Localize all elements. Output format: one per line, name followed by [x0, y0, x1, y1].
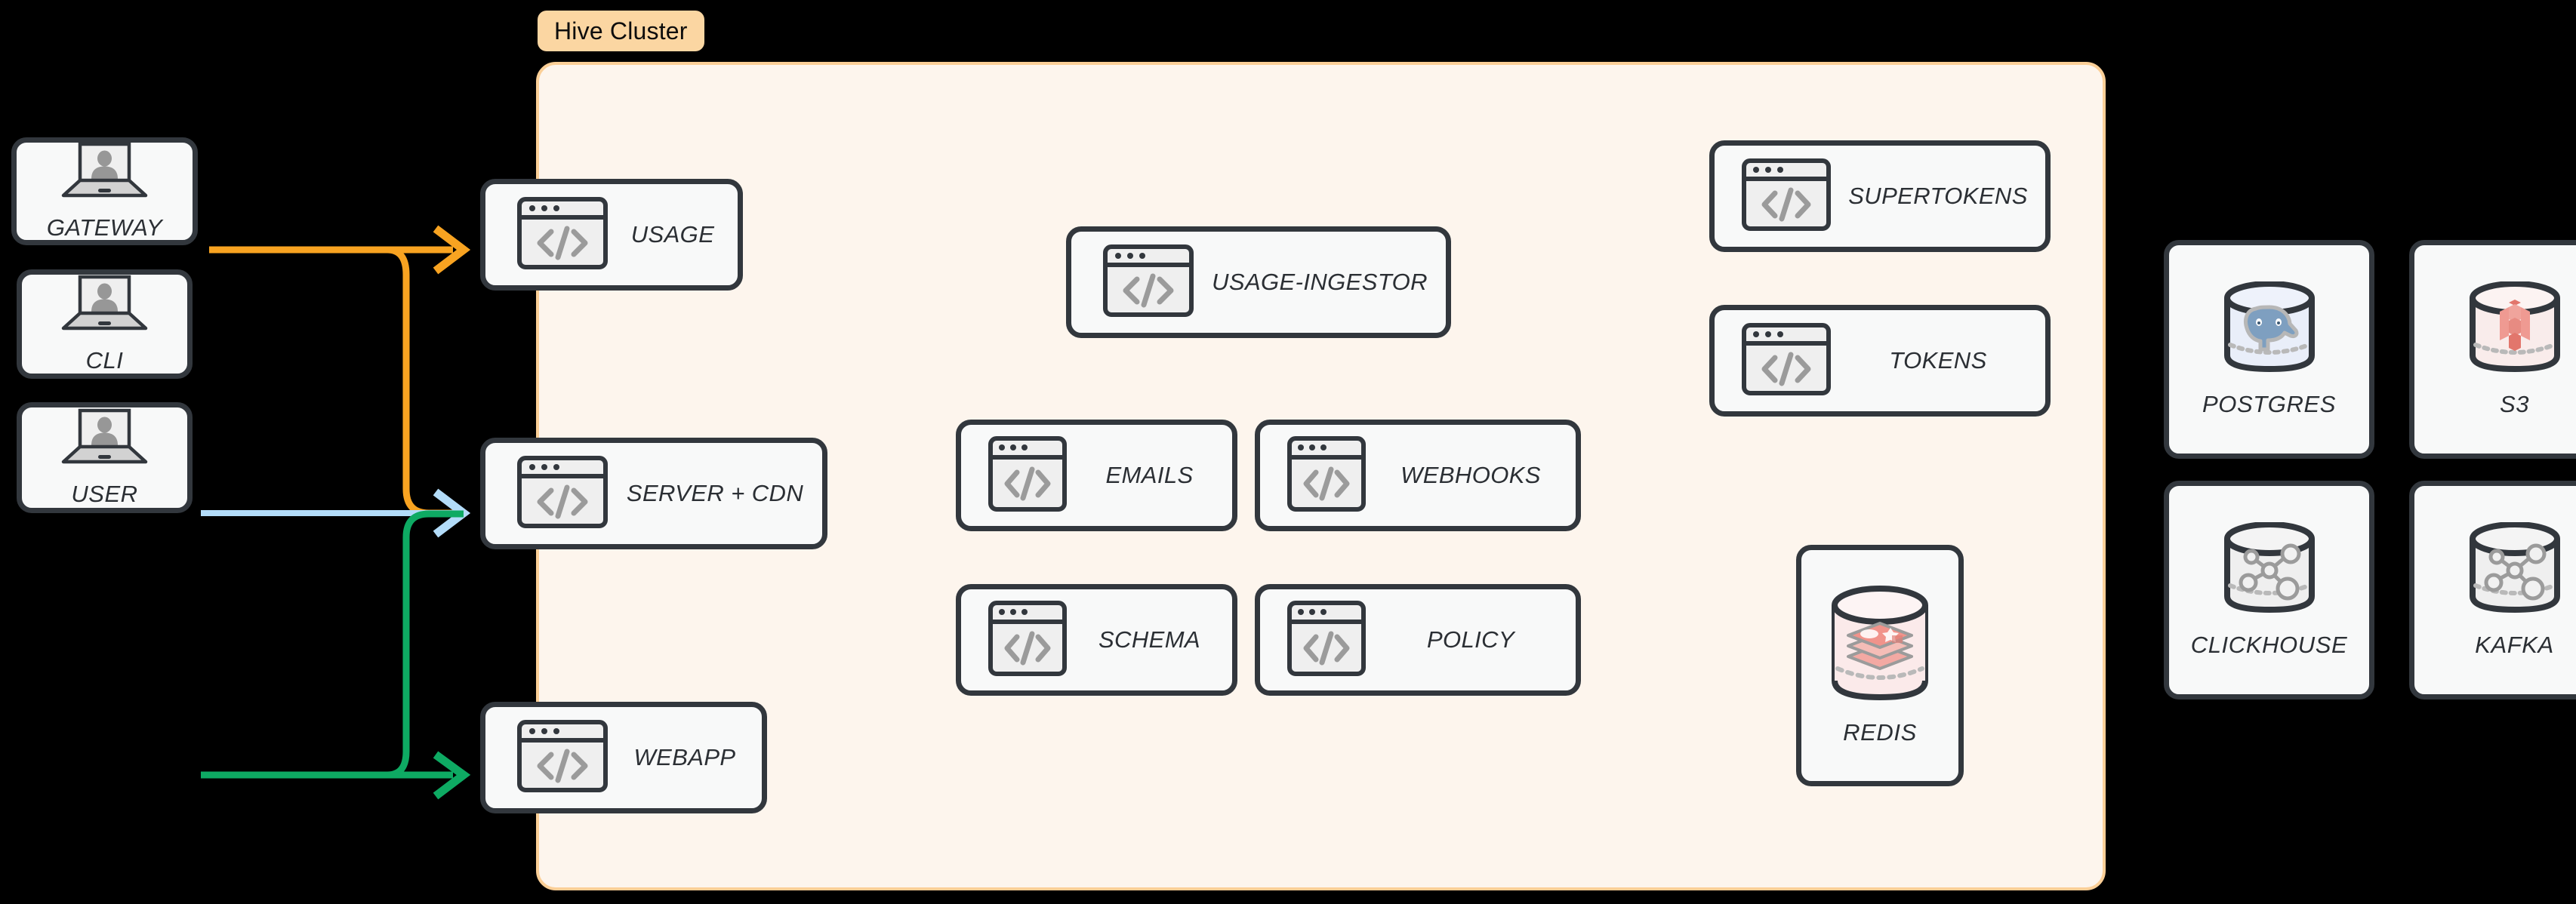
code-window-icon	[517, 455, 608, 532]
service-label: SCHEMA	[1098, 626, 1201, 653]
s3-cylinder-icon	[2462, 280, 2568, 376]
code-window-icon	[1742, 158, 1831, 235]
postgres-cylinder-icon	[2217, 280, 2322, 376]
actor-card-user[interactable]: USER	[17, 402, 193, 513]
datastore-label: POSTGRES	[2202, 390, 2337, 417]
service-card-schema[interactable]: SCHEMA	[956, 584, 1237, 696]
service-card-policy[interactable]: POLICY	[1255, 584, 1581, 696]
connector-gateway-to-server-cdn	[385, 246, 464, 517]
service-card-server-cdn[interactable]: SERVER + CDN	[480, 438, 827, 549]
actor-card-gateway[interactable]: GATEWAY	[11, 137, 198, 245]
connector-gateway-to-usage	[209, 225, 471, 275]
laptop-user-icon	[57, 407, 152, 470]
datastore-card-clickhouse[interactable]: CLICKHOUSE	[2164, 481, 2374, 700]
datastore-label: CLICKHOUSE	[2190, 631, 2348, 658]
connector-user-to-webapp	[201, 751, 471, 800]
actor-label: USER	[71, 481, 138, 507]
actor-label: CLI	[85, 347, 124, 374]
service-card-webhooks[interactable]: WEBHOOKS	[1255, 420, 1581, 531]
database-cylinder-icon	[2217, 521, 2322, 617]
service-label: USAGE	[630, 221, 715, 248]
service-card-supertokens[interactable]: SUPERTOKENS	[1709, 140, 2051, 252]
code-window-icon	[517, 196, 608, 273]
service-card-emails[interactable]: EMAILS	[956, 420, 1237, 531]
redis-cylinder-icon	[1827, 585, 1933, 704]
service-label: POLICY	[1426, 626, 1515, 653]
hive-cluster-badge-label: Hive Cluster	[538, 11, 704, 51]
code-window-icon	[517, 719, 608, 796]
service-label: WEBHOOKS	[1400, 462, 1541, 488]
service-card-tokens[interactable]: TOKENS	[1709, 305, 2051, 417]
code-window-icon	[1103, 244, 1194, 321]
laptop-user-icon	[57, 274, 152, 337]
datastore-card-postgres[interactable]: POSTGRES	[2164, 240, 2374, 459]
actor-card-cli[interactable]: CLI	[17, 269, 193, 379]
datastore-label: REDIS	[1843, 718, 1917, 746]
code-window-icon	[988, 600, 1067, 680]
datastore-card-kafka[interactable]: KAFKA	[2409, 481, 2576, 700]
connector-user-to-server-cdn	[385, 510, 464, 779]
service-card-usage[interactable]: USAGE	[480, 179, 743, 291]
service-card-usage-ingestor[interactable]: USAGE-INGESTOR	[1066, 226, 1451, 338]
code-window-icon	[1287, 435, 1366, 515]
connector-cli-to-server-cdn	[201, 488, 471, 538]
service-label: EMAILS	[1105, 462, 1194, 488]
database-cylinder-icon	[2462, 521, 2568, 617]
service-label: USAGE-INGESTOR	[1212, 269, 1428, 295]
laptop-user-icon	[57, 141, 152, 204]
service-label: WEBAPP	[633, 744, 736, 770]
service-label: SUPERTOKENS	[1848, 183, 2028, 209]
service-label: SERVER + CDN	[626, 480, 804, 506]
service-card-webapp[interactable]: WEBAPP	[480, 702, 767, 813]
code-window-icon	[1287, 600, 1366, 680]
service-label: TOKENS	[1889, 347, 1987, 374]
code-window-icon	[1742, 322, 1831, 399]
datastore-label: S3	[2499, 390, 2530, 417]
actor-label: GATEWAY	[46, 214, 163, 241]
datastore-card-s3[interactable]: S3	[2409, 240, 2576, 459]
datastore-card-redis[interactable]: REDIS	[1796, 545, 1964, 786]
code-window-icon	[988, 435, 1067, 515]
datastore-label: KAFKA	[2475, 631, 2554, 658]
